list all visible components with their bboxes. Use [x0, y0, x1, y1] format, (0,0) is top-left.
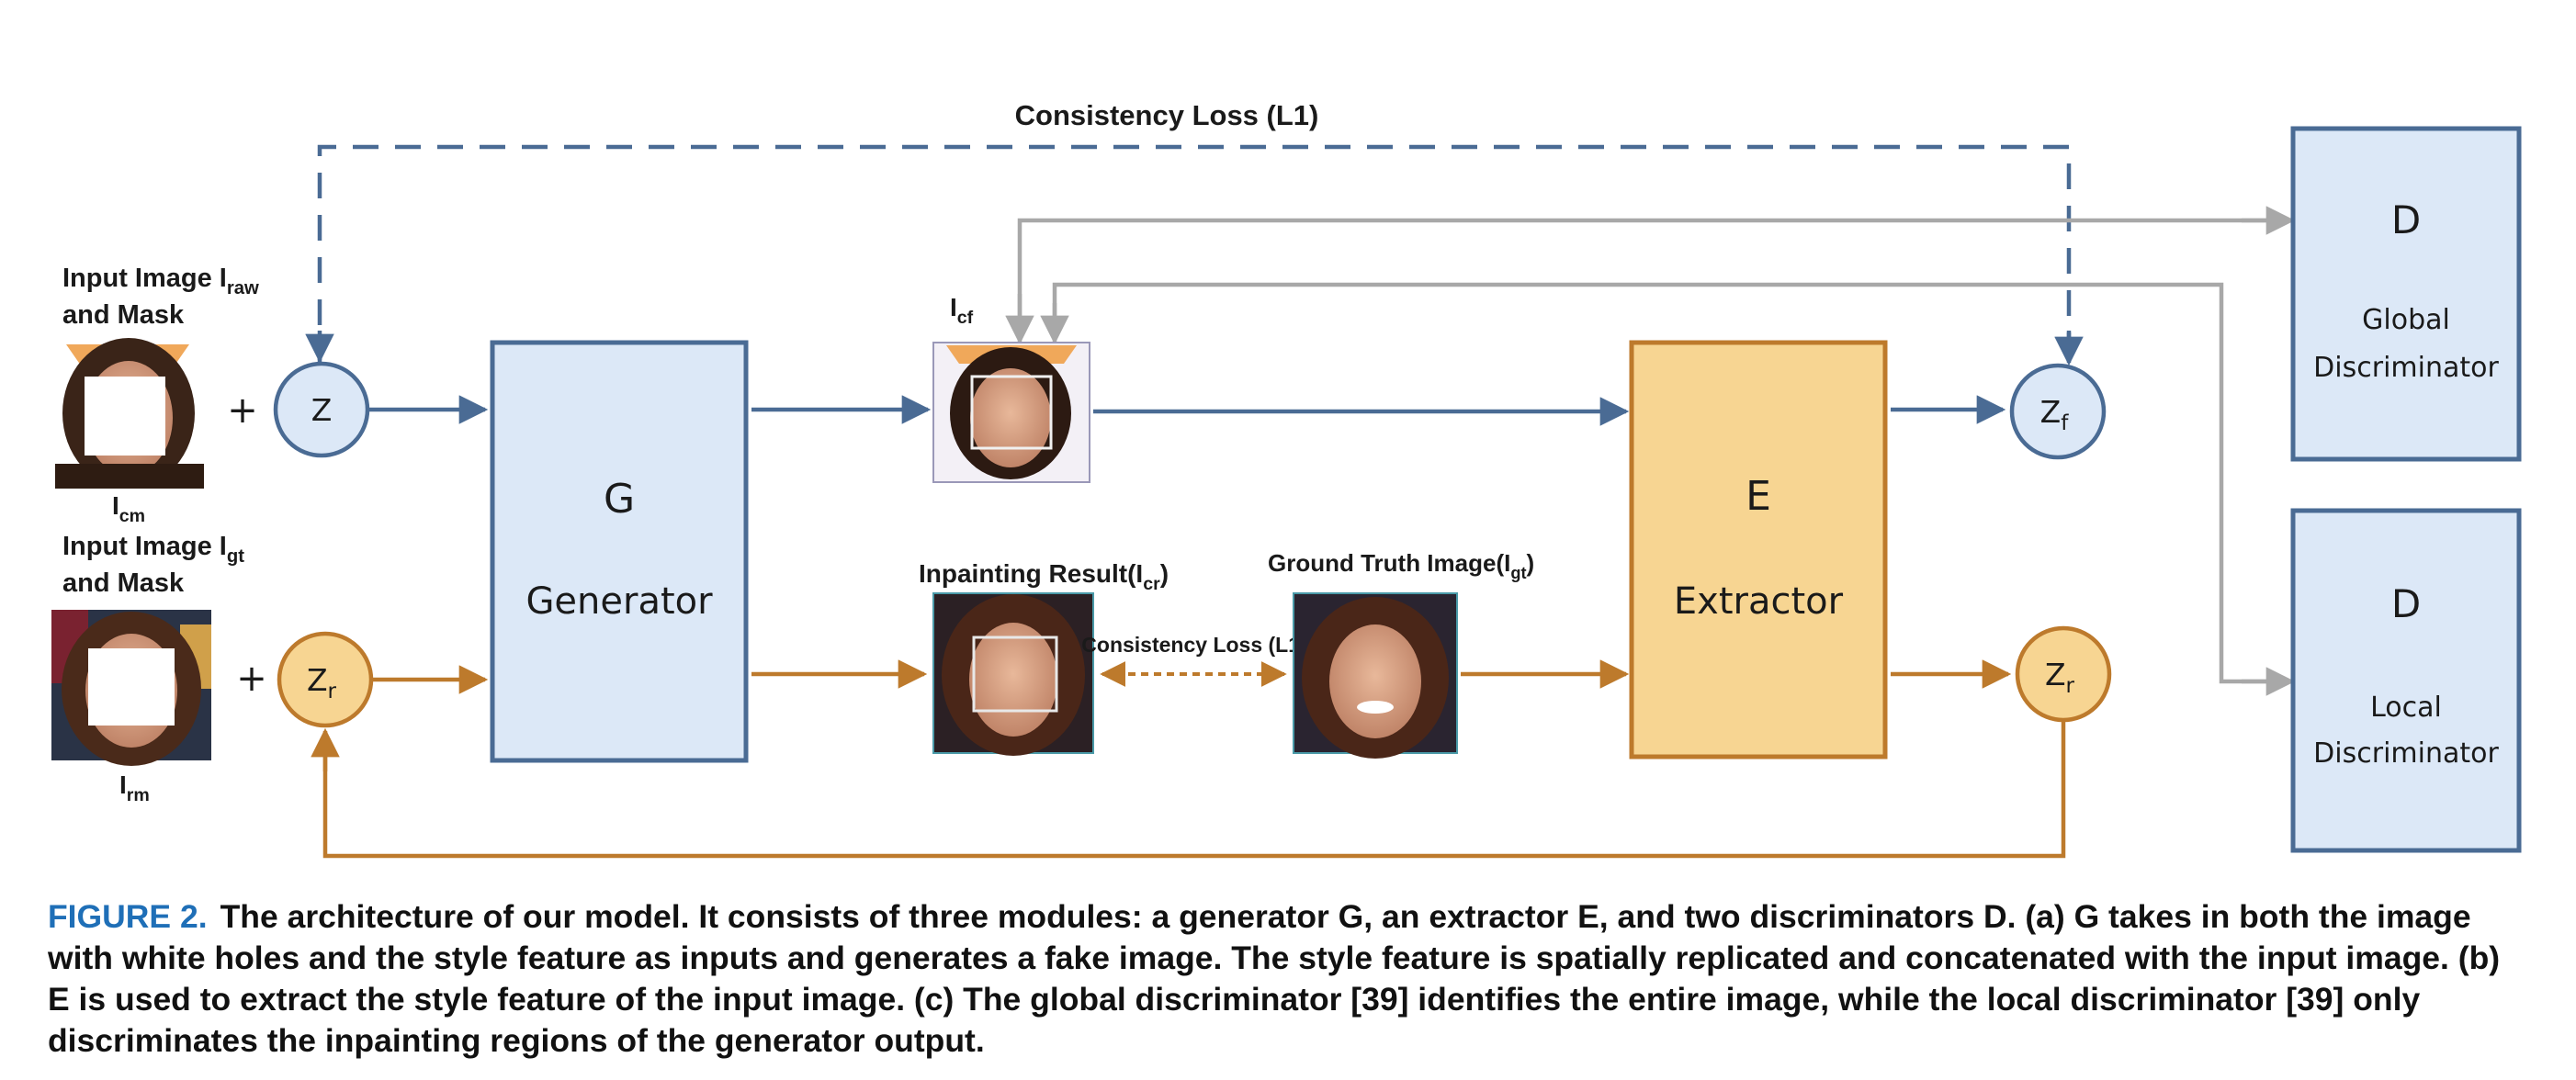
architecture-diagram: Consistency Loss (L1) Input Image Iraw a… [51, 99, 2522, 859]
local-discriminator-line1: Local [2370, 692, 2442, 724]
irm-label: Irm [119, 771, 150, 805]
input-gt-label: Input Image Igt [62, 532, 244, 567]
input-raw-label: Input Image Iraw [62, 264, 259, 298]
local-discriminator-box: D Local Discriminator [2290, 508, 2522, 853]
ground-truth-image [1293, 592, 1458, 759]
z-node-top: Z [273, 361, 370, 458]
caption-text: The architecture of our model. It consis… [48, 898, 2501, 1059]
local-discriminator-feedback-line [1040, 282, 2296, 696]
consistency-loss-top-label: Consistency Loss (L1) [1015, 99, 1319, 131]
z-f-node: Zf [2009, 363, 2107, 460]
global-discriminator-box: D Global Discriminator [2290, 126, 2522, 462]
inpainting-result-image [932, 592, 1094, 756]
figure-caption: FIGURE 2.The architecture of our model. … [48, 896, 2528, 1062]
z-r-node-left: Zr [277, 631, 374, 728]
input-image-icm [55, 338, 204, 489]
svg-text:Zr: Zr [2045, 657, 2075, 698]
global-discriminator-feedback-line [1005, 206, 2296, 345]
global-discriminator-letter: D [2391, 197, 2421, 242]
generator-letter: G [604, 476, 635, 523]
input-raw-label-line2: and Mask [62, 300, 185, 330]
plus-sign-top: + [227, 389, 258, 432]
generator-name: Generator [525, 580, 713, 623]
local-discriminator-line2: Discriminator [2313, 737, 2499, 770]
inpainting-result-label: Inpainting Result(Icr) [919, 559, 1169, 594]
icf-label: Icf [950, 293, 974, 328]
icf-image [932, 342, 1090, 483]
consistency-loss-top-connector [305, 144, 2084, 367]
icm-label: Icm [112, 491, 145, 526]
style-feedback-loop [311, 722, 2066, 859]
local-discriminator-letter: D [2391, 581, 2421, 626]
figure-label: FIGURE 2. [48, 898, 208, 935]
input-image-irm [51, 610, 211, 766]
svg-text:Zr: Zr [307, 662, 337, 703]
svg-text:Z: Z [311, 392, 333, 428]
consistency-loss-mid-label: Consistency Loss (L1) [1081, 633, 1306, 657]
generator-box: G Generator [490, 340, 749, 763]
ground-truth-label: Ground Truth Image(Igt) [1268, 549, 1534, 582]
extractor-letter: E [1746, 473, 1771, 520]
global-discriminator-line1: Global [2362, 304, 2450, 336]
extractor-box: E Extractor [1629, 340, 1888, 759]
z-r-node-right: Zr [2015, 625, 2112, 723]
input-gt-label-line2: and Mask [62, 568, 185, 598]
plus-sign-bottom: + [236, 658, 267, 700]
extractor-name: Extractor [1674, 580, 1844, 623]
global-discriminator-line2: Discriminator [2313, 352, 2499, 384]
svg-text:Zf: Zf [2040, 394, 2070, 435]
